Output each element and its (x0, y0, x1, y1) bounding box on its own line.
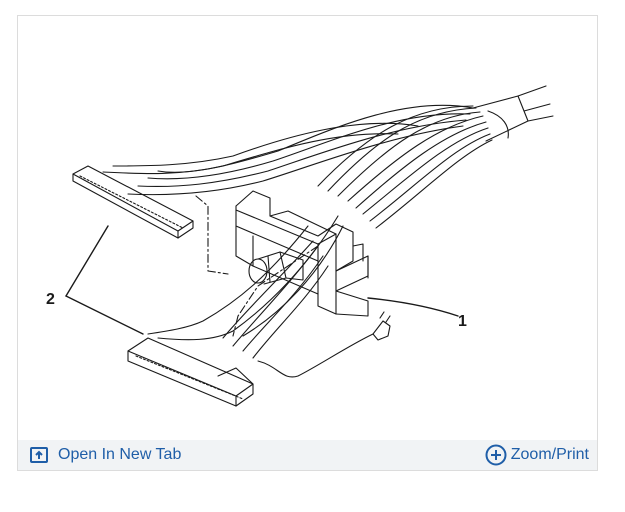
open-in-new-tab-label: Open In New Tab (58, 446, 182, 463)
plus-circle-icon (485, 444, 507, 466)
zoom-print-button[interactable]: Zoom/Print (485, 444, 589, 466)
open-in-new-tab-button[interactable]: Open In New Tab (30, 446, 181, 464)
callout-1-label: 1 (458, 313, 467, 330)
callout-2-label: 2 (46, 291, 55, 308)
open-in-new-tab-icon (30, 447, 48, 463)
image-viewer-frame: 1 2 Open In New Tab Zoom/Print (17, 15, 598, 471)
zoom-print-label: Zoom/Print (510, 446, 589, 463)
harness-line-drawing: 1 2 (46, 85, 554, 407)
image-toolbar: Open In New Tab Zoom/Print (18, 440, 597, 470)
wiring-harness-illustration: 1 2 (18, 16, 597, 440)
